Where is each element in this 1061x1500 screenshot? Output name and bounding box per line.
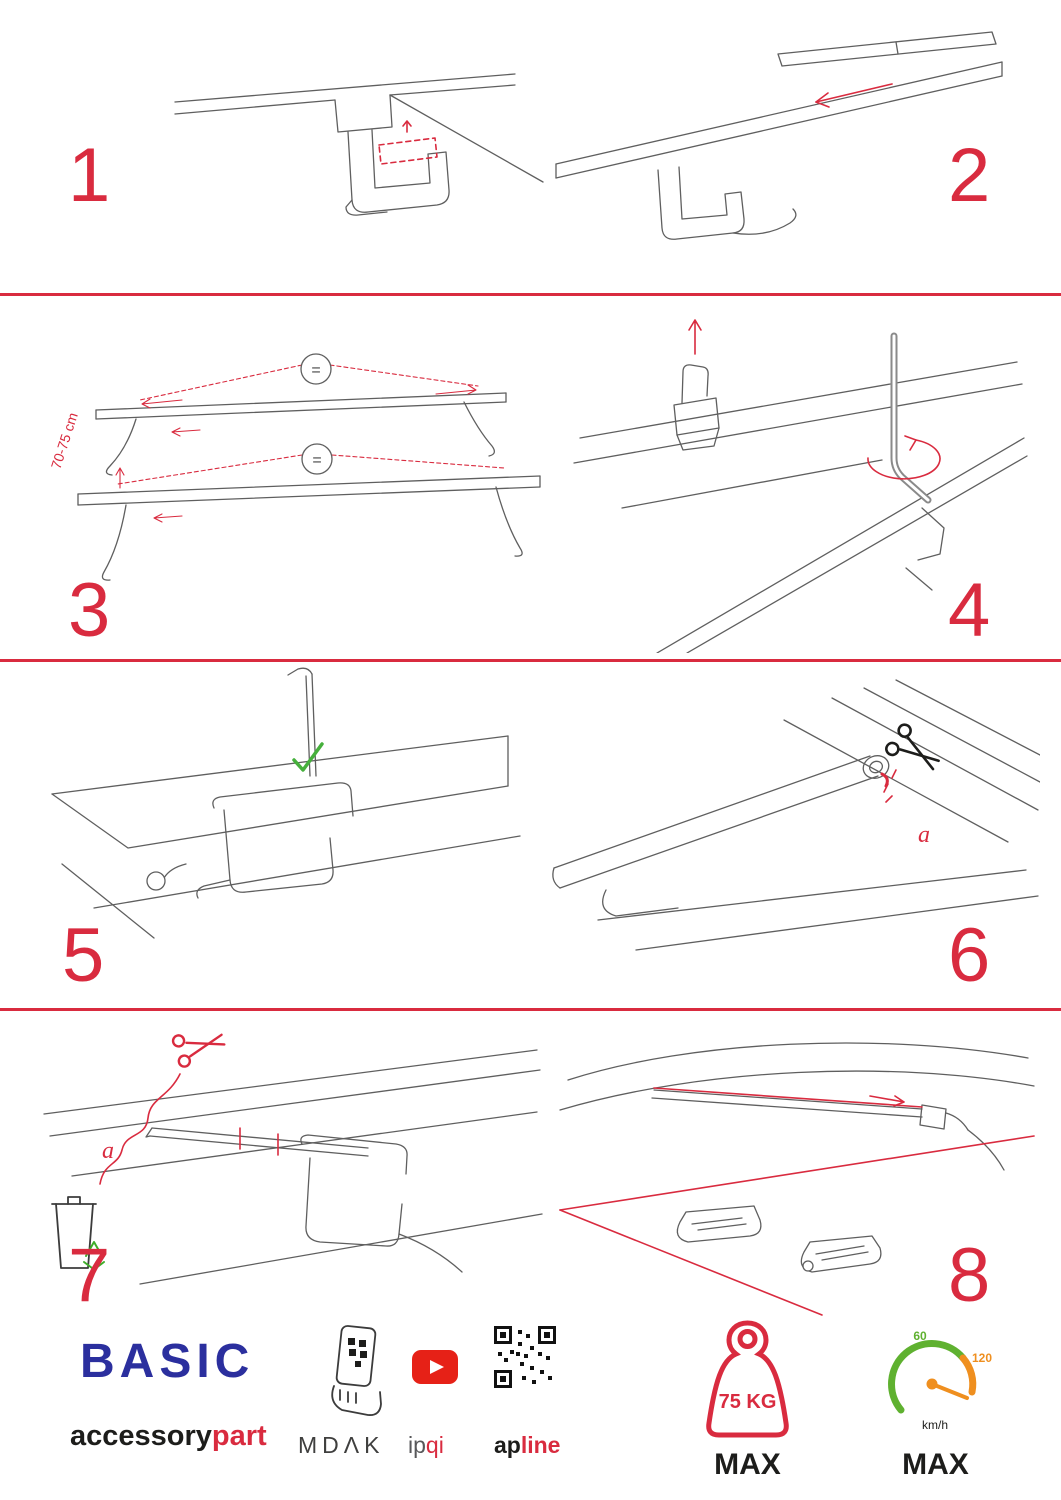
apline-black: ap: [494, 1432, 521, 1458]
rail-and-clamp-outline: [174, 73, 544, 216]
step-7-number: 7: [68, 1233, 111, 1318]
phone-qr-dots: [348, 1338, 367, 1367]
partner-ipqi-logo: ipqi: [408, 1432, 444, 1459]
gauge-unit-label: km/h: [922, 1418, 948, 1432]
gauge-needle: [930, 1382, 969, 1400]
youtube-icon: [412, 1350, 458, 1384]
section-divider-3: [0, 1008, 1061, 1011]
partner-mdak-logo: MDΛK: [298, 1432, 385, 1458]
ipqi-black: ip: [408, 1432, 426, 1458]
step-4-drawing: [573, 319, 1028, 653]
weight-value: 75 KG: [719, 1391, 777, 1413]
step-2-drawing: [555, 31, 1003, 240]
step-8-panel: [552, 1012, 1042, 1317]
section-divider-2: [0, 659, 1061, 662]
gauge-high-label: 120: [972, 1351, 992, 1365]
equal-label-bottom: =: [312, 452, 321, 469]
strip-label: a: [918, 822, 930, 848]
speedometer-icon: 60 120 km/h: [878, 1328, 993, 1433]
weight-limit-icon: 75 KG: [695, 1320, 800, 1445]
phone-qr-scan-icon: [312, 1322, 397, 1417]
recycle-icon: [83, 1241, 105, 1269]
centering-guides: [115, 364, 505, 523]
mounted-bar-outline: [559, 1042, 1035, 1273]
bolt-detail: [802, 1260, 814, 1272]
step-2-number: 2: [948, 133, 991, 218]
cut-marks: [880, 769, 897, 803]
step-1-drawing: [174, 73, 544, 216]
step-6-panel: a: [540, 678, 1040, 978]
bar-profile-outline: [552, 679, 1040, 951]
roof-and-clamp-outline: [573, 361, 1028, 653]
scissors-icon: [885, 723, 940, 771]
step-5-panel: [36, 666, 526, 966]
roller-detail: [146, 871, 166, 891]
bar-and-strip-outline: [555, 31, 1003, 240]
brand-logo-basic: BASIC: [80, 1335, 255, 1388]
cut-ribbon-guide: [99, 1073, 279, 1185]
section-divider-1: [0, 293, 1061, 296]
step-8-drawing: [559, 1042, 1035, 1316]
step-6-number: 6: [948, 913, 991, 998]
trash-bin-icon: [51, 1196, 97, 1269]
distance-label: 70-75 cm: [48, 410, 81, 470]
step-7-panel: a: [32, 1016, 547, 1311]
step-8-number: 8: [948, 1233, 991, 1318]
step-1-number: 1: [68, 133, 111, 218]
step-5-drawing: [51, 667, 521, 939]
alignment-guides: [559, 1087, 1035, 1316]
step-3-panel: = = 70-75 cm: [32, 318, 562, 603]
scissors-icon: [171, 1033, 226, 1068]
step-2-panel: [540, 22, 1025, 267]
step-3-number: 3: [68, 568, 111, 653]
speed-max-label: MAX: [902, 1448, 969, 1481]
partner-apline-logo: apline: [494, 1432, 560, 1459]
apline-red: line: [520, 1432, 561, 1458]
check-icon: [292, 742, 324, 772]
step-6-drawing: a: [552, 679, 1040, 951]
insert-and-tighten-arrows: [688, 319, 941, 480]
slide-direction-arrow: [815, 83, 893, 108]
hook-pin-and-clamp-outline: [51, 667, 521, 939]
step-7-drawing: a: [43, 1033, 543, 1285]
strip-and-clamp-outline: [43, 1049, 543, 1285]
step-4-number: 4: [948, 568, 991, 653]
allen-key: [890, 332, 932, 504]
pad-insert-guide: [378, 120, 438, 165]
equal-spacing-circle-bottom: [301, 443, 333, 475]
step-1-panel: [145, 32, 545, 272]
brand-logo-accessorypart: accessorypart: [70, 1420, 267, 1453]
brand-sub-red: part: [211, 1420, 267, 1452]
ipqi-red: qi: [425, 1432, 444, 1458]
step-5-number: 5: [62, 913, 105, 998]
crossbars-outline: [77, 392, 541, 581]
brand-sub-black: accessory: [70, 1420, 212, 1452]
equal-spacing-circle-top: [300, 353, 332, 385]
step-3-drawing: = = 70-75 cm: [48, 353, 541, 581]
strip-label: a: [102, 1138, 114, 1164]
weight-max-label: MAX: [714, 1448, 781, 1481]
equal-label-top: =: [311, 362, 320, 379]
qr-code-icon: [494, 1326, 556, 1388]
gauge-low-label: 60: [913, 1329, 927, 1343]
step-4-panel: [562, 308, 1037, 653]
